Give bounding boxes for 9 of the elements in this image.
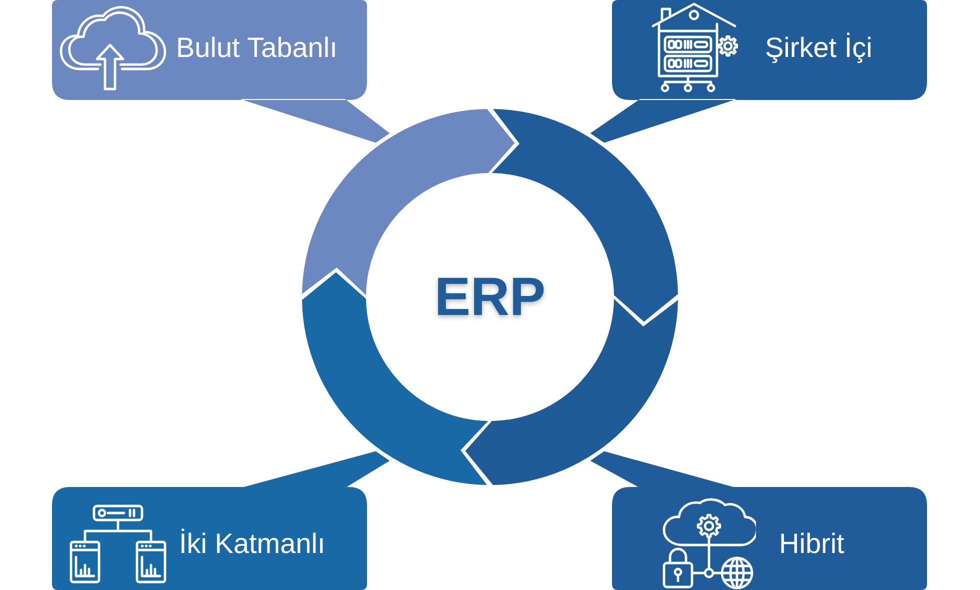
speech-bubble [52,451,390,590]
callout-label: İki Katmanlı [179,527,326,561]
callout-label: Hibrit [779,527,844,561]
center-label: ERP [434,270,546,324]
speech-bubble [590,0,927,143]
callout-label: Şirket İçi [765,30,872,64]
callout-label: Bulut Tabanlı [176,30,338,64]
speech-bubble [52,0,390,143]
speech-bubble [590,451,927,590]
